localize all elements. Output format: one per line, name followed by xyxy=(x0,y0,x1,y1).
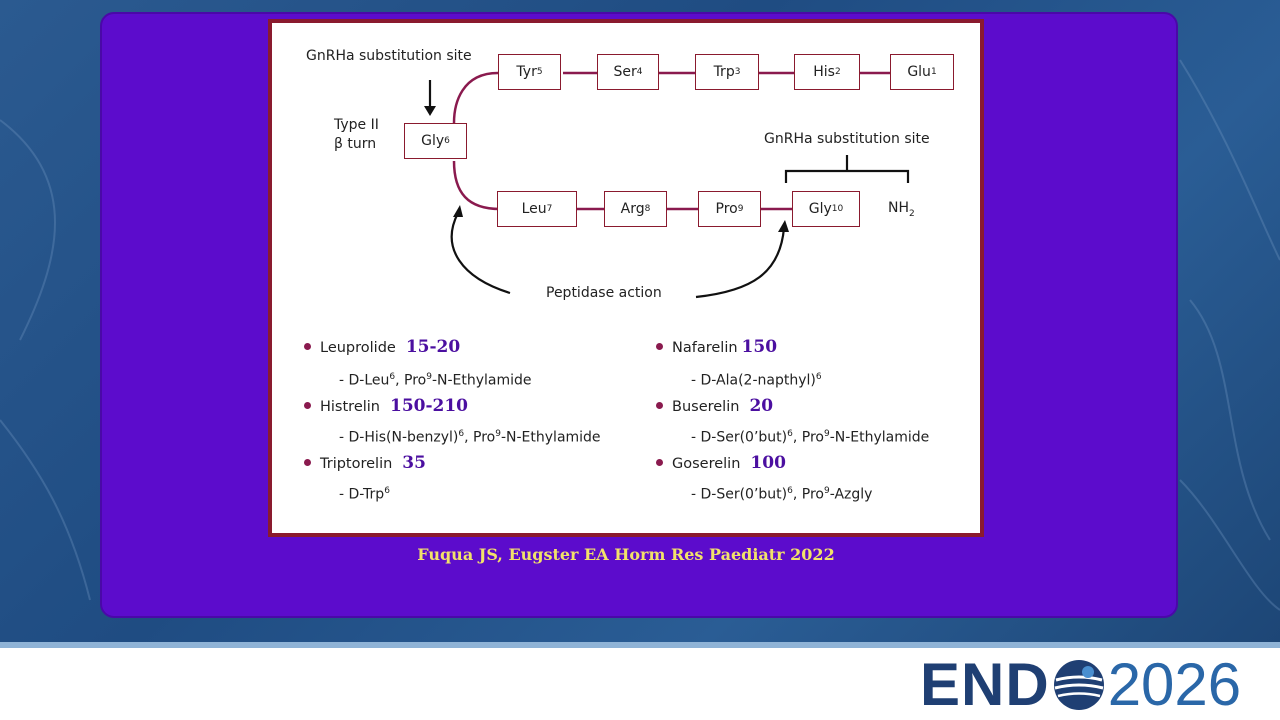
footer-stripe xyxy=(0,642,1280,648)
endo-logo: END 2026 xyxy=(920,652,1270,718)
drug-name: Buserelin xyxy=(672,399,740,415)
drug-potency: 150 xyxy=(741,337,778,357)
drug-potency: 35 xyxy=(402,453,426,473)
drug-nafarelin: Nafarelin 150 xyxy=(656,337,777,357)
drug-goserelin: Goserelin 100 xyxy=(656,453,786,473)
top-substitution-label: GnRHa substitution site xyxy=(306,48,472,64)
drug-potency: 100 xyxy=(750,453,786,473)
drug-potency: 150-210 xyxy=(389,396,469,416)
bullet-icon xyxy=(304,459,311,466)
bullet-icon xyxy=(656,402,663,409)
citation-caption: Fuqua JS, Eugster EA Horm Res Paediatr 2… xyxy=(417,545,835,564)
peptidase-arrow-head-right xyxy=(778,220,789,232)
background-network-decoration xyxy=(0,59,1280,611)
drug-name: Triptorelin xyxy=(320,456,393,472)
drug-name: Goserelin xyxy=(672,456,741,472)
drug-mod-goserelin: - D-Ser(0’but)6, Pro9-Azgly xyxy=(691,486,873,503)
drug-histrelin: Histrelin 150-210 xyxy=(304,396,468,416)
peptidase-arrow-head-left xyxy=(453,205,463,217)
bullet-icon xyxy=(656,343,663,350)
bullet-icon xyxy=(304,402,311,409)
nh2-label: NH2 xyxy=(888,200,915,219)
bullet-icon xyxy=(304,343,311,350)
drug-name: Histrelin xyxy=(320,399,380,415)
drug-leuprolide: Leuprolide 15-20 xyxy=(304,337,460,357)
down-arrow-head xyxy=(424,106,436,116)
drug-mod-triptorelin: - D-Trp6 xyxy=(339,486,390,503)
drug-triptorelin: Triptorelin 35 xyxy=(304,453,426,473)
drug-mod-leuprolide: - D-Leu6, Pro9-N-Ethylamide xyxy=(339,372,532,389)
drug-mod-buserelin: - D-Ser(0’but)6, Pro9-N-Ethylamide xyxy=(691,429,930,446)
logo-text-end: END xyxy=(920,651,1050,718)
drug-mod-nafarelin: - D-Ala(2-napthyl)6 xyxy=(691,372,822,389)
drug-name: Nafarelin xyxy=(672,340,738,356)
bullet-icon xyxy=(656,459,663,466)
turn-label-line1: Type II xyxy=(334,117,379,133)
drug-name: Leuprolide xyxy=(320,340,396,356)
figure-panel: GnRHa substitution site Type II β turn G… xyxy=(268,19,984,537)
globe-icon xyxy=(1053,660,1104,710)
drug-buserelin: Buserelin 20 xyxy=(656,396,773,416)
peptidase-label: Peptidase action xyxy=(546,285,662,301)
drug-mod-histrelin: - D-His(N-benzyl)6, Pro9-N-Ethylamide xyxy=(339,429,601,446)
drug-potency: 20 xyxy=(749,396,774,416)
right-substitution-label: GnRHa substitution site xyxy=(764,131,930,147)
logo-text-year: 2026 xyxy=(1107,651,1242,718)
drug-potency: 15-20 xyxy=(405,337,461,357)
turn-label-line2: β turn xyxy=(334,136,377,152)
diagram-lines xyxy=(424,71,910,299)
